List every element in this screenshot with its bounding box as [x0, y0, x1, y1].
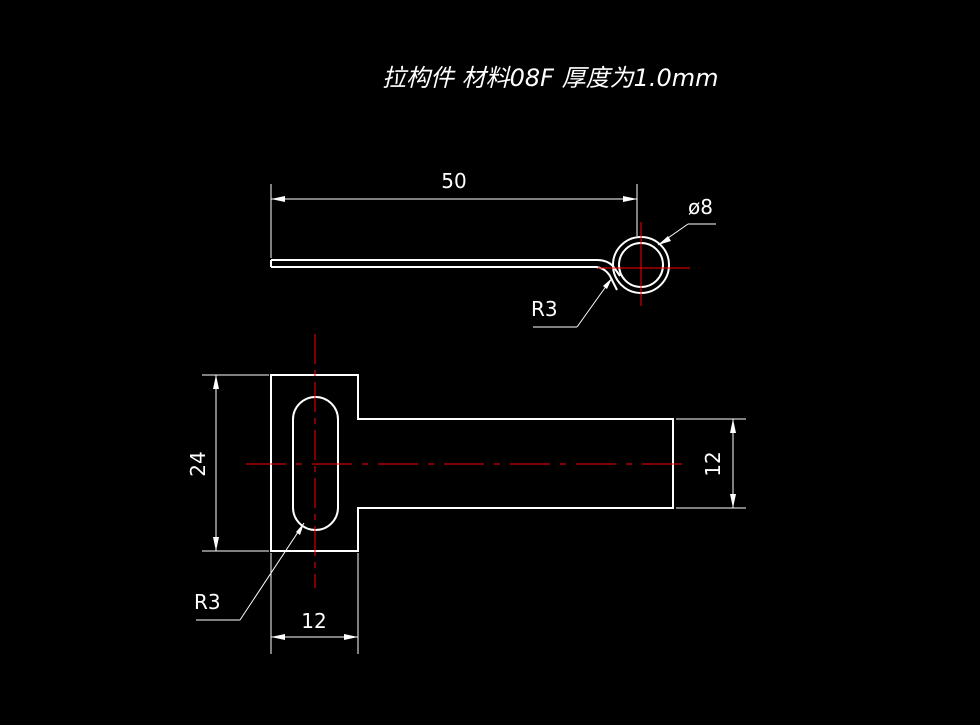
- dim-label-12-right: 12: [701, 451, 725, 476]
- dim-label-12-bottom: 12: [301, 609, 326, 633]
- dim-label-dia8: ø8: [688, 195, 713, 219]
- drawing-title: 拉构件 材料08F 厚度为1.0mm: [382, 64, 719, 92]
- dim12r-arrow-top: [730, 419, 736, 433]
- dim-label-24: 24: [186, 451, 210, 476]
- dia8-arrow: [658, 236, 671, 245]
- part-outline: [270, 374, 674, 552]
- r3-side-arrow: [603, 278, 612, 289]
- dim24-arrow-bottom: [213, 537, 219, 551]
- r3-front-leader: [239, 522, 305, 621]
- dim12r-arrow-bottom: [730, 494, 736, 508]
- dim24-arrow-top: [213, 375, 219, 389]
- side-view: 50 ø8 R3: [270, 169, 716, 328]
- dim12b-arrow-left: [271, 634, 285, 640]
- strip-bottom-edge: [271, 266, 618, 291]
- dim50-arrow-left: [271, 196, 285, 202]
- dim-label-r3-front: R3: [194, 590, 221, 614]
- r3-front-arrow: [296, 523, 304, 535]
- dim-label-50: 50: [441, 169, 466, 193]
- dim12b-arrow-right: [344, 634, 358, 640]
- dim50-arrow-right: [623, 196, 637, 202]
- dim-label-r3-side: R3: [531, 297, 558, 321]
- front-view: 24 12 12 R3: [186, 334, 746, 654]
